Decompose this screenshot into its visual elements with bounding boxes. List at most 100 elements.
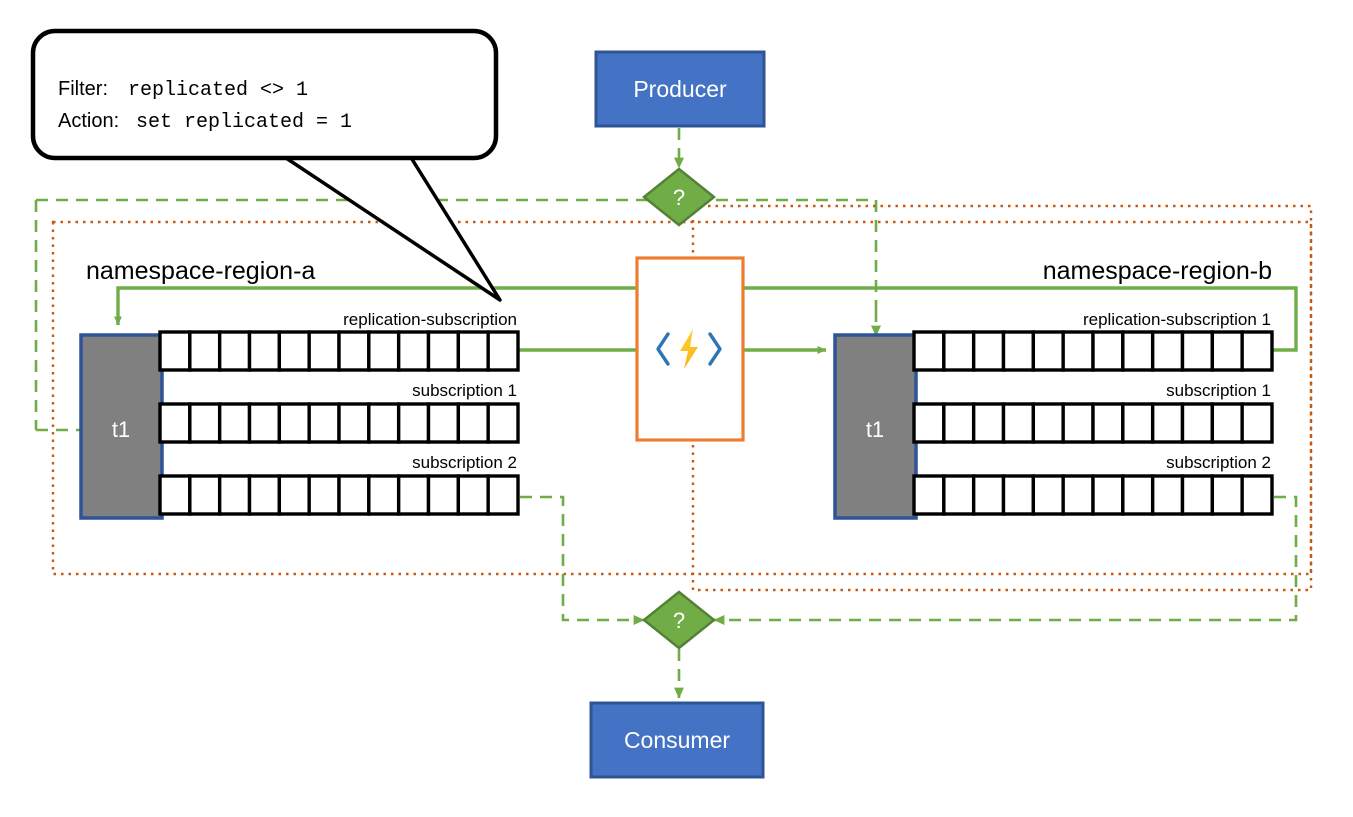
queue-cell: [188, 402, 222, 444]
region-a-sub-2-label: subscription 2: [412, 453, 517, 472]
region-a-queue-row-1: [158, 402, 520, 444]
queue-cell: [1121, 402, 1155, 444]
queue-cell: [1061, 402, 1095, 444]
callout-line2-prefix: Action:: [58, 110, 119, 132]
queue-cell: [277, 330, 311, 372]
producer-node[interactable]: Producer: [594, 50, 766, 128]
queue-cell: [1001, 474, 1036, 516]
region-b-group: namespace-region-b t1 replication-subscr…: [833, 257, 1274, 520]
queue-cell: [1180, 330, 1215, 372]
queue-cell: [188, 474, 222, 516]
function-app-node[interactable]: [635, 256, 745, 442]
queue-cell: [456, 402, 490, 444]
queue-cell: [367, 330, 401, 372]
queue-cell: [158, 330, 192, 372]
region-b-queue-row-2: [912, 474, 1274, 516]
decision-top-node[interactable]: ?: [641, 167, 717, 227]
queue-cell: [1180, 474, 1215, 516]
producer-label: Producer: [633, 76, 727, 102]
queue-cell: [1150, 474, 1185, 516]
callout-line2-code: set replicated = 1: [136, 111, 352, 134]
orange-dotted-boundary-inner: [691, 204, 1313, 592]
function-to-region-a-topic-flow: [114, 286, 637, 326]
queue-cell: [1061, 330, 1095, 372]
decision-bottom-node[interactable]: ?: [641, 590, 717, 650]
queue-cell: [158, 474, 192, 516]
queue-cell: [971, 330, 1006, 372]
queue-cell: [367, 474, 401, 516]
queue-cell: [1150, 330, 1185, 372]
queue-cell: [337, 402, 371, 444]
queue-cell: [217, 474, 252, 516]
region-a-title: namespace-region-a: [86, 257, 315, 285]
region-b-replication-sub-to-function-flow: [743, 286, 1298, 352]
queue-cell: [158, 402, 192, 444]
callout-line1-code: replicated <> 1: [128, 79, 308, 102]
region-a-sub2-to-decision-flow: [520, 495, 645, 625]
queue-cell: [337, 330, 371, 372]
region-a-topic-label: t1: [112, 417, 130, 442]
queue-cell: [912, 402, 946, 444]
queue-cell: [456, 330, 490, 372]
queue-cell: [1210, 402, 1244, 444]
region-b-topic-t1[interactable]: t1: [833, 333, 918, 520]
queue-cell: [971, 474, 1006, 516]
queue-cell: [396, 474, 431, 516]
region-a-group: namespace-region-a t1 replication-subscr…: [79, 257, 520, 520]
queue-cell: [456, 474, 490, 516]
region-a-topic-t1[interactable]: t1: [79, 333, 164, 520]
region-b-title: namespace-region-b: [1043, 257, 1272, 285]
consumer-node[interactable]: Consumer: [589, 701, 765, 779]
queue-cell: [337, 474, 371, 516]
region-a-queue-row-0: [158, 330, 520, 372]
queue-cell: [1031, 474, 1065, 516]
region-a-sub-0-label: replication-subscription: [343, 310, 517, 329]
queue-cell: [1240, 402, 1274, 444]
region-b-sub2-to-decision-flow: [713, 495, 1298, 625]
queue-cell: [1150, 402, 1185, 444]
queue-cell: [396, 330, 431, 372]
queue-cell: [942, 402, 976, 444]
queue-cell: [971, 402, 1006, 444]
queue-cell: [1240, 330, 1274, 372]
queue-cell: [1091, 330, 1125, 372]
filter-action-callout[interactable]: Filter: replicated <> 1 Action: set repl…: [30, 28, 502, 302]
queue-cell: [1121, 330, 1155, 372]
decision-bottom-label: ?: [673, 608, 685, 633]
queue-cell: [1240, 474, 1274, 516]
region-b-sub-0-label: replication-subscription 1: [1083, 310, 1271, 329]
queue-cell: [1210, 330, 1244, 372]
azure-functions-icon: [656, 329, 722, 369]
region-b-sub-2-label: subscription 2: [1166, 453, 1271, 472]
region-b-queue-row-0: [912, 330, 1274, 372]
queue-cell: [942, 474, 976, 516]
queue-cell: [486, 402, 520, 444]
region-b-sub-1-label: subscription 1: [1166, 381, 1271, 400]
queue-cell: [486, 330, 520, 372]
queue-cell: [1031, 402, 1065, 444]
queue-cell: [1210, 474, 1244, 516]
decision-top-label: ?: [673, 185, 685, 210]
queue-cell: [1061, 474, 1095, 516]
queue-cell: [486, 474, 520, 516]
queue-cell: [426, 330, 461, 372]
queue-cell: [188, 330, 222, 372]
queue-cell: [1180, 402, 1215, 444]
queue-cell: [247, 402, 282, 444]
queue-cell: [307, 402, 341, 444]
queue-cell: [277, 474, 311, 516]
callout-line1-prefix: Filter:: [58, 78, 108, 100]
queue-cell: [426, 474, 461, 516]
region-b-topic-label: t1: [866, 417, 884, 442]
queue-cell: [1091, 474, 1125, 516]
queue-cell: [1091, 402, 1125, 444]
consumer-label: Consumer: [624, 727, 730, 753]
queue-cell: [217, 402, 252, 444]
queue-cell: [396, 402, 431, 444]
queue-cell: [247, 474, 282, 516]
queue-cell: [1001, 330, 1036, 372]
queue-cell: [307, 330, 341, 372]
queue-cell: [1031, 330, 1065, 372]
